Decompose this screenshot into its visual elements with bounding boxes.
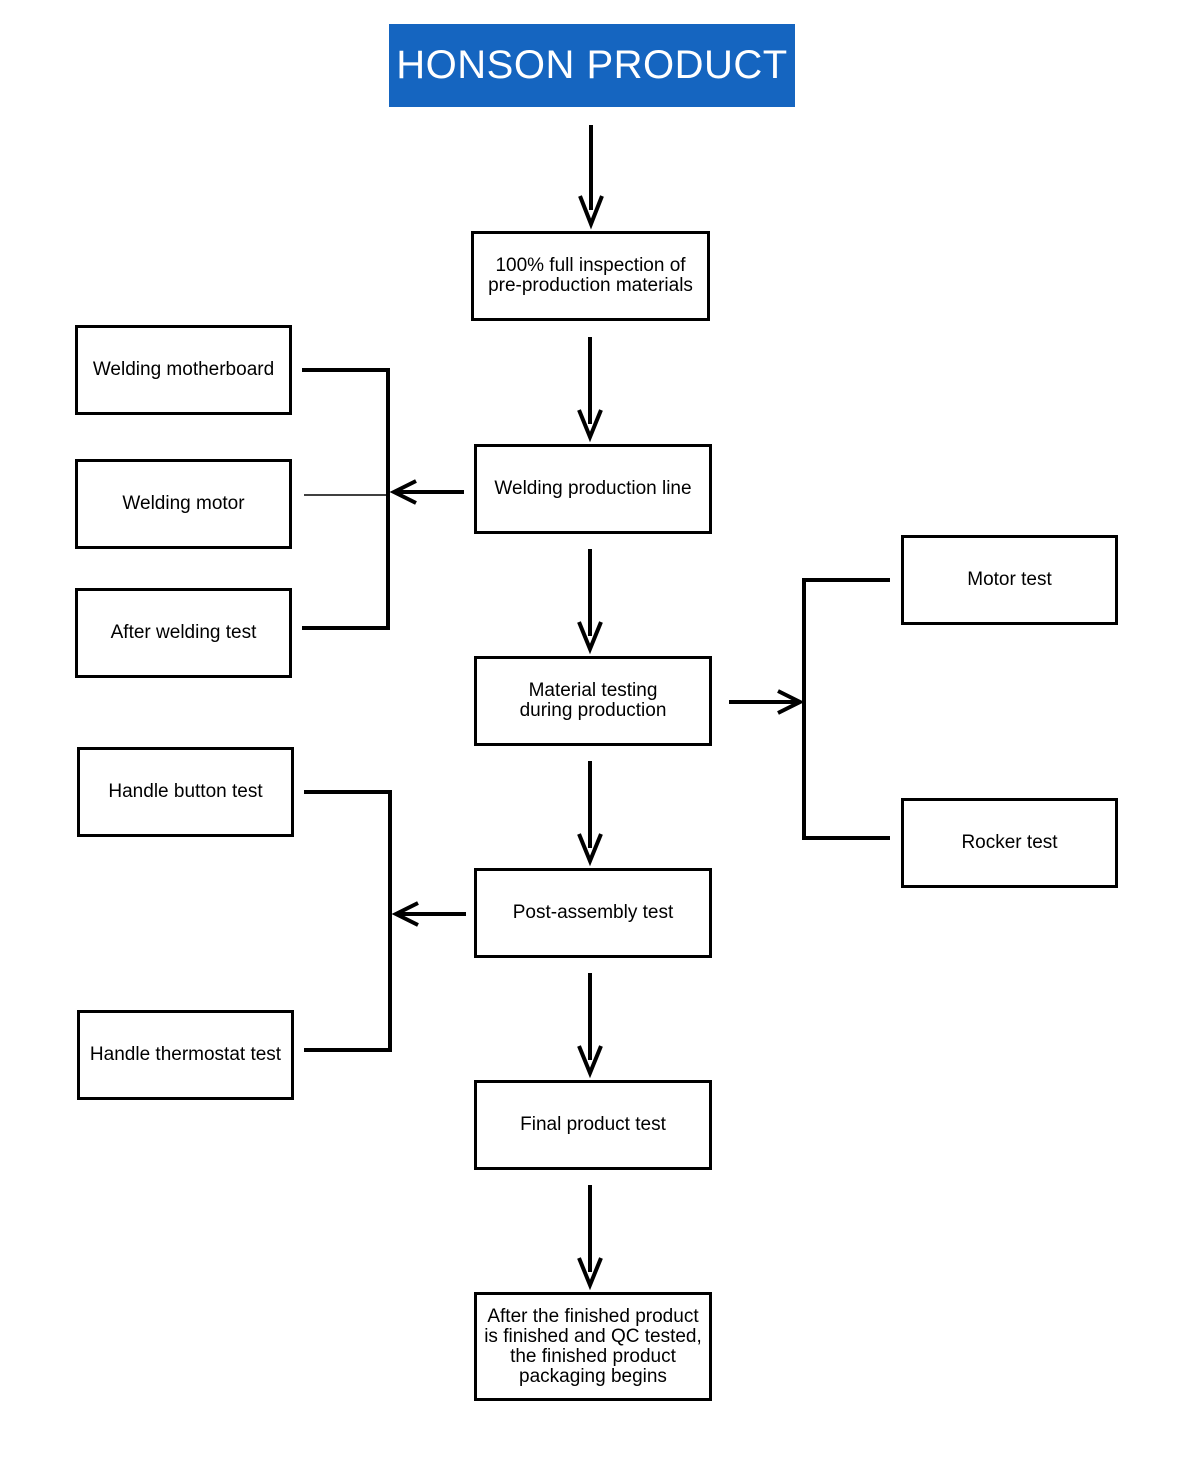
title-banner: HONSON PRODUCT xyxy=(389,24,795,107)
arrow-title-to-inspection xyxy=(578,125,604,230)
arrow-welding-to-material xyxy=(577,549,603,655)
arrow-postassembly-to-final xyxy=(577,973,603,1079)
node-final-test: Final product test xyxy=(474,1080,712,1170)
node-welding-line-label: Welding production line xyxy=(494,478,692,499)
node-packaging-label: After the finished product is finished a… xyxy=(484,1305,702,1387)
node-post-assembly-label: Post-assembly test xyxy=(512,902,674,923)
node-rocker-test: Rocker test xyxy=(901,798,1118,888)
node-handle-thermostat-test: Handle thermostat test xyxy=(77,1010,294,1100)
arrow-material-to-postassembly xyxy=(577,761,603,867)
node-welding-motor: Welding motor xyxy=(75,459,292,549)
handle-group-bracket xyxy=(304,790,392,1052)
welding-group-bracket xyxy=(302,368,390,630)
node-material-testing: Material testing during production xyxy=(474,656,712,746)
title-text: HONSON PRODUCT xyxy=(396,43,788,87)
node-rocker-test-label: Rocker test xyxy=(961,832,1058,853)
node-handle-thermostat-test-label: Handle thermostat test xyxy=(89,1044,282,1065)
node-welding-motor-label: Welding motor xyxy=(122,493,245,514)
node-inspection-label: 100% full inspection of pre-production m… xyxy=(488,255,693,296)
node-welding-motherboard-label: Welding motherboard xyxy=(92,359,275,380)
testing-group-bracket xyxy=(802,578,890,840)
node-after-welding-test: After welding test xyxy=(75,588,292,678)
arrow-material-to-testing-group xyxy=(729,689,805,715)
node-post-assembly: Post-assembly test xyxy=(474,868,712,958)
arrow-postassembly-to-handle-group xyxy=(391,901,466,927)
arrow-inspection-to-welding xyxy=(577,337,603,443)
arrow-final-to-packaging xyxy=(577,1185,603,1291)
node-welding-motherboard: Welding motherboard xyxy=(75,325,292,415)
node-handle-button-test-label: Handle button test xyxy=(108,781,263,802)
node-final-test-label: Final product test xyxy=(520,1114,666,1135)
node-inspection: 100% full inspection of pre-production m… xyxy=(471,231,710,321)
arrow-welding-to-group xyxy=(389,479,464,505)
node-after-welding-test-label: After welding test xyxy=(110,622,257,643)
node-motor-test: Motor test xyxy=(901,535,1118,625)
node-material-testing-label: Material testing during production xyxy=(519,680,667,721)
node-packaging: After the finished product is finished a… xyxy=(474,1292,712,1401)
node-welding-line: Welding production line xyxy=(474,444,712,534)
node-handle-button-test: Handle button test xyxy=(77,747,294,837)
node-motor-test-label: Motor test xyxy=(967,569,1052,590)
